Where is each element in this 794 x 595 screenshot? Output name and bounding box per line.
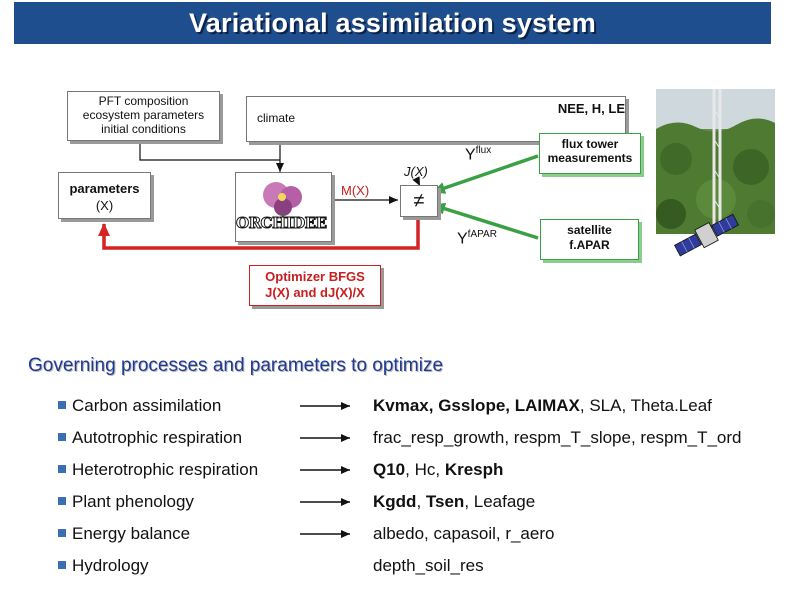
section-heading: Governing processes and parameters to op… [28,355,444,376]
process-name: Plant phenology [72,492,194,511]
param-part: Kgdd [373,492,417,511]
process-params: Kgdd, Tsen, Leafage [373,492,535,512]
feedback-red-arrow [98,216,420,250]
comparison-node: ≠ [400,185,438,217]
param-part: Kresph [444,460,504,479]
process-item: Energy balance [58,524,190,544]
process-name: Heterotrophic respiration [72,460,259,479]
inputs-line: initial conditions [101,122,186,136]
process-params: albedo, capasoil, r_aero [373,524,554,544]
process-name: Carbon assimilation [72,396,222,415]
process-item: Hydrology [58,556,149,576]
process-params: Q10, Hc, Kresph [373,460,503,480]
page-title: Variational assimilation system [189,7,596,38]
inputs-line: PFT composition [98,94,189,108]
cost-arrow [412,176,421,187]
title-bar: Variational assimilation system [14,2,771,44]
flux-tower-line: measurements [547,151,633,165]
optimizer-box: Optimizer BFGS J(X) and dJ(X)/X [249,265,381,306]
yflux-sup: flux [475,145,492,156]
process-item: Carbon assimilation [58,396,221,416]
process-params: Kvmax, Gsslope, LAIMAX, SLA, Theta.Leaf [373,396,712,416]
process-item: Plant phenology [58,492,194,512]
process-params: frac_resp_growth, respm_T_slope, respm_T… [373,428,742,448]
flux-tower-line: flux tower [561,137,619,151]
process-item: Autotrophic respiration [58,428,242,448]
neq-symbol: ≠ [413,190,425,212]
model-box: ORCHIDEE [235,172,332,242]
optimizer-line: Optimizer BFGS [265,269,365,284]
fapar-green-arrow [432,202,539,240]
parameters-box: parameters (X) [58,172,151,219]
process-name: Energy balance [72,524,191,543]
yfapar-main: Y [457,230,468,248]
process-name: Autotrophic respiration [72,428,243,447]
param-part: , Leafage [464,492,536,511]
param-part: Tsen [425,492,465,511]
parameters-symbol: (X) [95,198,114,213]
flux-green-arrow [432,154,539,194]
param-part: , Hc, [405,460,445,479]
flux-tower-photo [656,89,775,234]
flux-tower-box: flux tower measurements [539,133,641,174]
bullet-icon [58,561,66,569]
orchid-icon [263,182,302,220]
param-part: Kvmax, Gsslope, LAIMAX [373,396,580,415]
yflux-label: Yflux [465,145,491,164]
inputs-box: PFT composition ecosystem parameters ini… [67,91,220,141]
bullet-icon [58,529,66,537]
cost-label: J(X) [404,164,428,179]
inputs-line: ecosystem parameters [82,108,205,122]
yfapar-label: YfAPAR [457,229,497,248]
yflux-main: Y [465,146,476,164]
param-part: depth_soil_res [373,556,484,575]
param-part: albedo, capasoil, r_aero [373,524,555,543]
satellite-icon [674,213,740,257]
inputs-connector [139,140,280,161]
satellite-line: satellite [567,223,612,237]
model-label: M(X) [341,183,370,198]
param-part: frac_resp_growth, respm_T_slope, respm_T… [373,428,742,447]
process-params: depth_soil_res [373,556,484,576]
parameters-label: parameters [69,181,140,196]
process-name: Hydrology [72,556,149,575]
orchidee-logo: ORCHIDEE [236,214,328,232]
satellite-box: satellite f.APAR [540,219,639,260]
bullet-icon [58,401,66,409]
yfapar-sup: fAPAR [467,229,497,240]
param-part: Q10 [373,460,406,479]
param-part: , [416,492,426,511]
satellite-line: f.APAR [569,238,610,252]
param-part: , SLA, Theta.Leaf [579,396,712,415]
optimizer-line: J(X) and dJ(X)/X [265,285,365,300]
bullet-icon [58,497,66,505]
bullet-icon [58,465,66,473]
bullet-icon [58,433,66,441]
climate-label: climate [257,111,296,125]
nee-label: NEE, H, LE [557,101,625,116]
process-item: Heterotrophic respiration [58,460,258,480]
